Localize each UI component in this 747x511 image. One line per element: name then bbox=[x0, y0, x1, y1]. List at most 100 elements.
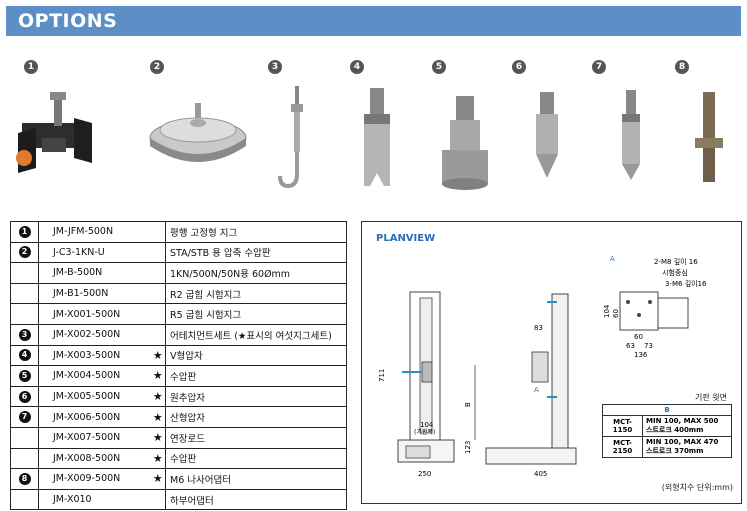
row-desc: R5 굽힘 시험지그 bbox=[165, 303, 347, 325]
row-desc: 원추압자 bbox=[165, 385, 347, 408]
row-desc: 1KN/500N/50N용 60Ømm bbox=[165, 262, 347, 284]
note-A: A bbox=[610, 255, 615, 263]
product-8: 8 bbox=[665, 60, 745, 210]
row-number: 1 bbox=[18, 225, 31, 238]
row-desc: 수압판 bbox=[165, 365, 347, 387]
row-number-cell bbox=[10, 303, 39, 325]
chisel-adapter-icon bbox=[622, 90, 640, 180]
row-code: JM-X008-500N bbox=[38, 447, 151, 470]
row-code: JM-X006-500N bbox=[38, 406, 151, 428]
row-number: 3 bbox=[18, 328, 31, 341]
compression-plate-icon bbox=[149, 103, 247, 162]
dim-123: 123 bbox=[464, 441, 472, 454]
row-number-cell: 4 bbox=[10, 344, 39, 367]
row-number-cell: 6 bbox=[10, 385, 39, 408]
row-star: ★ bbox=[150, 426, 166, 449]
row-code: JM-B-500N bbox=[38, 262, 166, 284]
product-number: 5 bbox=[432, 60, 446, 74]
row-desc: 연장로드 bbox=[165, 426, 347, 449]
row-star: ★ bbox=[150, 385, 166, 408]
row-number-cell: 7 bbox=[10, 406, 39, 428]
row-star: ★ bbox=[150, 344, 166, 367]
row-number: 5 bbox=[18, 369, 31, 382]
row-star: ★ bbox=[150, 447, 166, 470]
row-code: JM-X004-500N bbox=[38, 365, 151, 387]
row-desc: M6 나사어댑터 bbox=[165, 468, 347, 490]
dim-tp-136: 136 bbox=[634, 351, 648, 359]
row-code: JM-B1-500N bbox=[38, 282, 166, 305]
row-desc: 수압판 bbox=[165, 447, 347, 470]
row-star: ★ bbox=[150, 468, 166, 490]
dim-tp-60v: 60 bbox=[612, 309, 620, 318]
row-number-cell: 1 bbox=[10, 221, 39, 243]
dim-104: 104 bbox=[420, 421, 434, 429]
note-center: 시험중심 bbox=[662, 268, 688, 277]
row-number: 6 bbox=[18, 390, 31, 403]
product-4: 4 bbox=[340, 60, 420, 210]
row-number: 2 bbox=[18, 246, 31, 259]
dim-A: A bbox=[534, 386, 539, 394]
row-number-cell: 5 bbox=[10, 365, 39, 387]
product-2: 2 bbox=[140, 60, 247, 210]
product-number: 3 bbox=[268, 60, 282, 74]
table-row: JM-X008-500N★수압판 bbox=[10, 447, 347, 470]
row-desc: R2 굽힘 시험지그 bbox=[165, 282, 347, 305]
row-code: JM-X009-500N bbox=[38, 468, 151, 490]
row-desc: 평행 고정형 지그 bbox=[165, 221, 347, 243]
row-star: ★ bbox=[150, 365, 166, 387]
product-3: 3 bbox=[258, 60, 338, 210]
dim-250: 250 bbox=[418, 470, 431, 478]
dim-tp-104: 104 bbox=[603, 304, 611, 318]
product-number: 6 bbox=[512, 60, 526, 74]
planview-title: PLANVIEW bbox=[376, 233, 436, 244]
spec-model: MCT-1150 bbox=[602, 415, 643, 437]
row-number: 8 bbox=[18, 472, 31, 485]
product-number: 4 bbox=[350, 60, 364, 74]
dim-83: 83 bbox=[534, 324, 543, 332]
dim-tp-60h: 60 bbox=[634, 333, 643, 341]
dim-405: 405 bbox=[534, 470, 547, 478]
threaded-adapter-icon bbox=[695, 92, 723, 182]
product-6: 6 bbox=[502, 60, 582, 210]
options-header: OPTIONS bbox=[6, 6, 741, 36]
jig-clamp-icon bbox=[16, 92, 92, 173]
row-number-cell bbox=[10, 426, 39, 449]
row-desc: 하부어댑터 bbox=[165, 488, 347, 511]
table-row: JM-X007-500N★연장로드 bbox=[10, 426, 347, 449]
cone-adapter-icon bbox=[536, 92, 558, 178]
row-number: 4 bbox=[18, 349, 31, 362]
dim-tp-73: 73 bbox=[644, 342, 653, 350]
row-code: JM-X003-500N bbox=[38, 344, 151, 367]
row-desc: STA/STB 용 압축 수압판 bbox=[165, 241, 347, 264]
row-number-cell: 3 bbox=[10, 323, 39, 346]
spec-line2: 스트로크 370mm bbox=[646, 447, 704, 455]
row-number-cell bbox=[10, 282, 39, 305]
flat-adapter-icon bbox=[442, 96, 488, 190]
row-desc: 어테치먼트세트 (★표시의 여섯지그세트) bbox=[165, 323, 347, 346]
product-7: 7 bbox=[582, 60, 662, 210]
spec-line1: MIN 100, MAX 470 bbox=[646, 438, 719, 446]
product-number: 1 bbox=[24, 60, 38, 74]
note-m8: 2-M8 깊이 16 bbox=[654, 257, 698, 266]
dim-B: B bbox=[464, 402, 472, 407]
row-code: JM-X007-500N bbox=[38, 426, 151, 449]
row-code: JM-JFM-500N bbox=[38, 221, 166, 243]
spec-line1: MIN 100, MAX 500 bbox=[646, 417, 719, 425]
row-star: ★ bbox=[150, 406, 166, 428]
row-code: JM-X010 bbox=[38, 488, 166, 511]
table-row: 8 JM-X009-500N★M6 나사어댑터 bbox=[10, 468, 347, 490]
product-1: 1 bbox=[14, 60, 94, 210]
product-number: 7 bbox=[592, 60, 606, 74]
row-code: JM-X001-500N bbox=[38, 303, 166, 325]
row-desc: 산형압자 bbox=[165, 406, 347, 428]
